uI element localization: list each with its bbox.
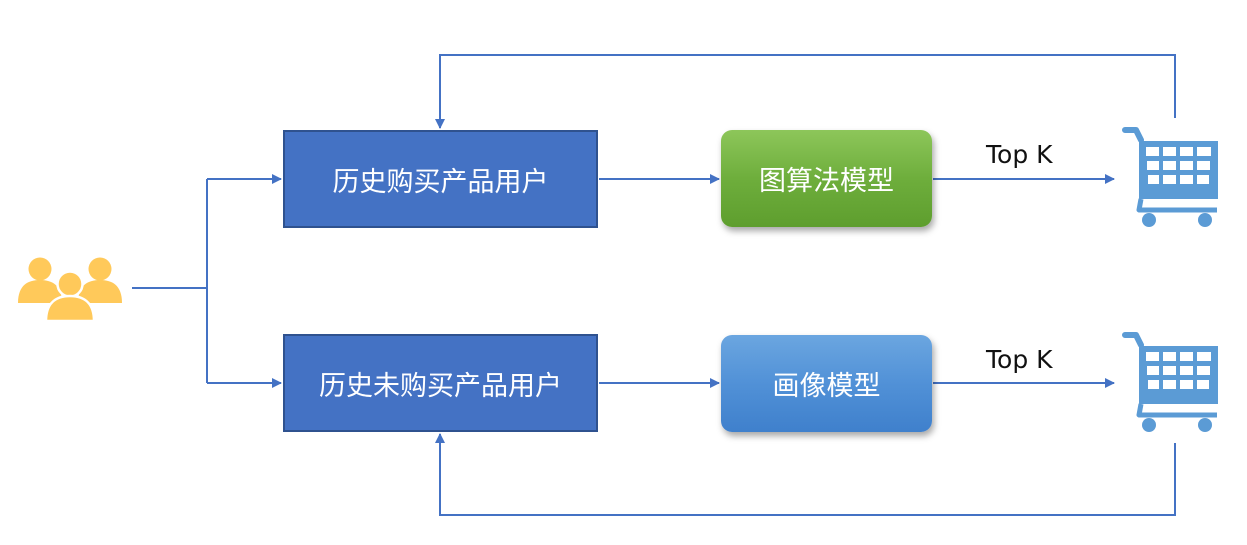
image-model-label: 画像模型 (772, 371, 881, 402)
shopping-cart-icon (1122, 127, 1218, 227)
graph-model-label: 图算法模型 (759, 166, 894, 197)
users-group-icon (18, 257, 122, 323)
feedback-loop-bottom (435, 433, 1176, 516)
purchased-users-node: 历史购买产品用户 (283, 130, 598, 228)
image-model-node: 画像模型 (721, 335, 932, 432)
graph-model-node: 图算法模型 (721, 130, 932, 227)
non-purchased-users-label: 历史未购买产品用户 (319, 370, 562, 402)
top-k-label-lower: Top K (986, 345, 1053, 374)
purchased-users-label: 历史购买产品用户 (332, 166, 549, 198)
feedback-loop-top (435, 54, 1176, 129)
top-k-label-upper: Top K (986, 140, 1053, 169)
non-purchased-users-node: 历史未购买产品用户 (283, 334, 598, 432)
shopping-cart-icon (1122, 332, 1218, 432)
